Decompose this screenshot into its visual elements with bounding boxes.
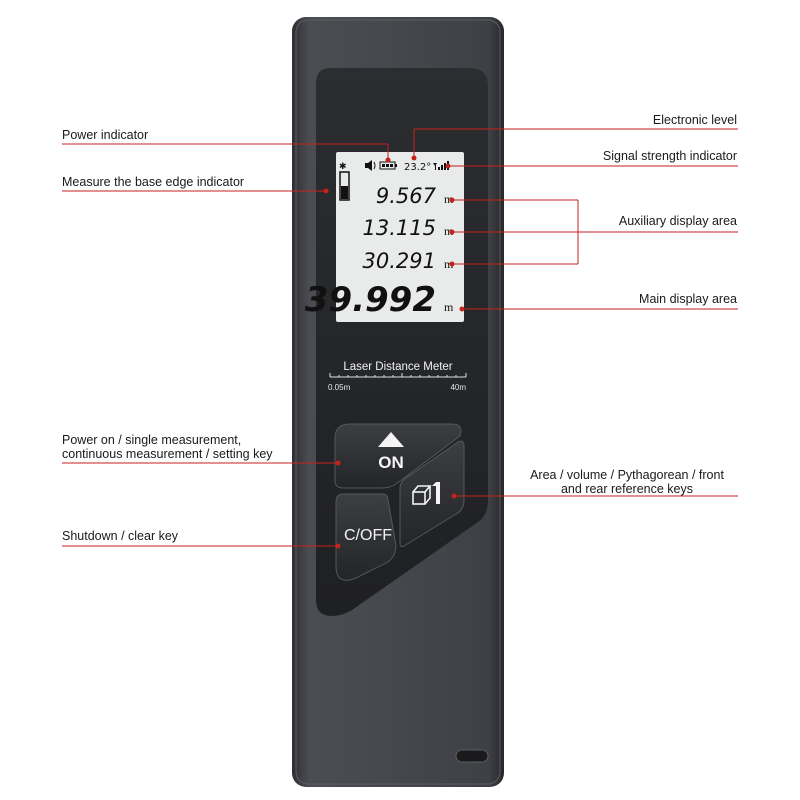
off-key[interactable] — [335, 493, 397, 581]
speaker-icon — [365, 160, 376, 171]
base-edge-indicator-label: Measure the base edge indicator — [62, 175, 245, 189]
product-name: Laser Distance Meter — [343, 361, 452, 373]
off-key-label: C/OFF — [344, 527, 392, 544]
range-max-label: 40m — [450, 383, 466, 392]
shutdown-key-label: Shutdown / clear key — [62, 529, 179, 543]
power-on-key-label-line2: continuous measurement / setting key — [62, 447, 273, 461]
aux-reading-2: 13.115 — [363, 216, 436, 240]
aux-reading-1: 9.567 — [376, 184, 437, 208]
aux-reading-3-unit: m — [444, 257, 454, 271]
function-keys-label-line2: and rear reference keys — [560, 482, 693, 496]
callout-lines — [62, 128, 738, 549]
auxiliary-display-label: Auxiliary display area — [618, 214, 737, 228]
range-scale — [329, 373, 467, 378]
function-keys-label-line1: Area / volume / Pythagorean / front — [530, 468, 724, 482]
lcd-screen — [336, 152, 464, 322]
range-min-label: 0.05m — [328, 383, 351, 392]
level-temperature-readout: 23.2° — [404, 162, 431, 173]
aux-reading-1-unit: m — [444, 192, 454, 206]
cube-icon — [412, 485, 432, 505]
main-reading: 39.992 — [305, 280, 436, 320]
device-edge-highlight — [295, 19, 501, 785]
reference-edge-icon — [432, 482, 440, 504]
base-edge-indicator-icon: ✱ — [339, 162, 350, 201]
power-on-key-label-line1: Power on / single measurement, — [62, 433, 242, 447]
lanyard-slot — [455, 749, 489, 763]
signal-strength-label: Signal strength indicator — [602, 149, 737, 163]
function-key[interactable] — [399, 440, 465, 548]
main-display-label: Main display area — [639, 292, 737, 306]
on-key[interactable] — [334, 423, 462, 489]
aux-reading-2-unit: m — [444, 224, 454, 238]
on-key-arrow-icon — [378, 432, 404, 447]
aux-reading-3: 30.291 — [363, 249, 436, 273]
power-indicator-label: Power indicator — [62, 128, 149, 142]
svg-text:✱: ✱ — [339, 162, 347, 172]
electronic-level-label: Electronic level — [652, 113, 737, 127]
main-reading-unit: m — [444, 300, 454, 314]
on-key-label: ON — [378, 453, 404, 472]
